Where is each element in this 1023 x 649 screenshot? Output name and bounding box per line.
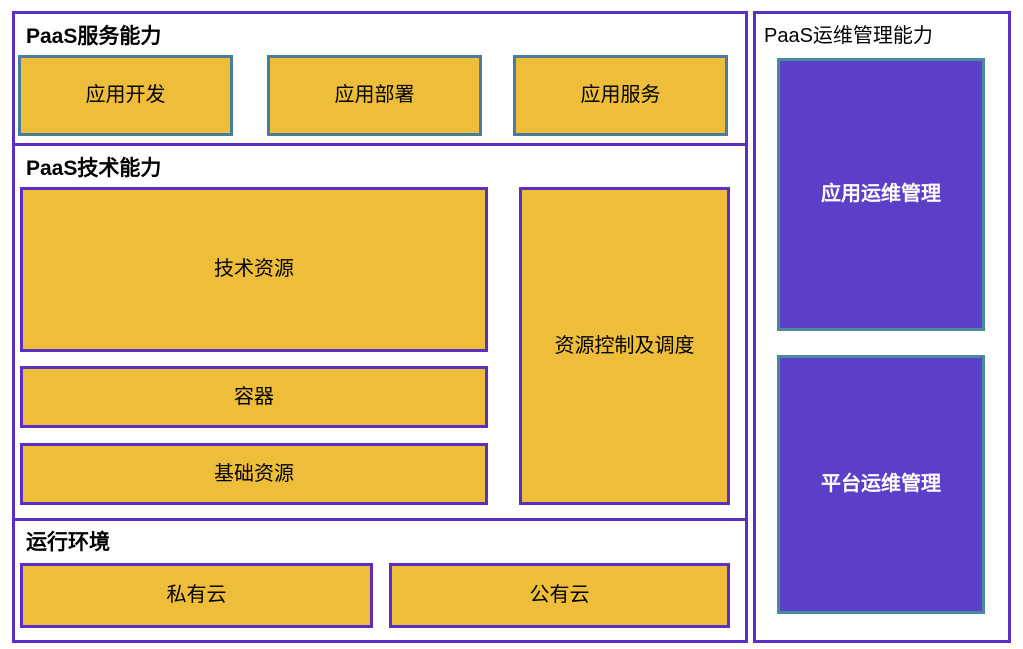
box-application-deployment[interactable]: 应用部署 (267, 55, 482, 136)
section-heading-runtime-environment: 运行环境 (26, 531, 110, 554)
box-label-resource-control-and-scheduling: 资源控制及调度 (554, 334, 695, 357)
box-application-development[interactable]: 应用开发 (18, 55, 233, 136)
box-application-service[interactable]: 应用服务 (513, 55, 728, 136)
box-label-application-operations-management: 应用运维管理 (821, 183, 941, 206)
box-application-operations-management[interactable]: 应用运维管理 (777, 58, 985, 331)
box-public-cloud[interactable]: 公有云 (389, 563, 730, 628)
box-label-technical-resources: 技术资源 (214, 258, 294, 281)
section-heading-paas-service-capability: PaaS服务能力 (26, 25, 162, 48)
box-technical-resources[interactable]: 技术资源 (20, 187, 488, 352)
section-heading-paas-operations-management-capability: PaaS运维管理能力 (764, 25, 933, 47)
box-label-private-cloud: 私有云 (166, 584, 227, 607)
box-private-cloud[interactable]: 私有云 (20, 563, 373, 628)
box-platform-operations-management[interactable]: 平台运维管理 (777, 355, 985, 614)
box-label-application-service: 应用服务 (580, 84, 661, 107)
section-divider-tech-runtime (12, 518, 748, 521)
box-label-container: 容器 (234, 385, 274, 408)
section-heading-paas-technical-capability: PaaS技术能力 (26, 157, 162, 180)
box-resource-control-and-scheduling[interactable]: 资源控制及调度 (519, 187, 730, 505)
section-divider-services-tech (12, 143, 748, 146)
box-label-public-cloud: 公有云 (529, 584, 590, 607)
box-container[interactable]: 容器 (20, 366, 488, 428)
box-label-platform-operations-management: 平台运维管理 (821, 473, 941, 496)
box-label-basic-resources: 基础资源 (214, 462, 294, 485)
box-label-application-deployment: 应用部署 (334, 84, 415, 107)
box-basic-resources[interactable]: 基础资源 (20, 443, 488, 505)
box-label-application-development: 应用开发 (85, 84, 166, 107)
